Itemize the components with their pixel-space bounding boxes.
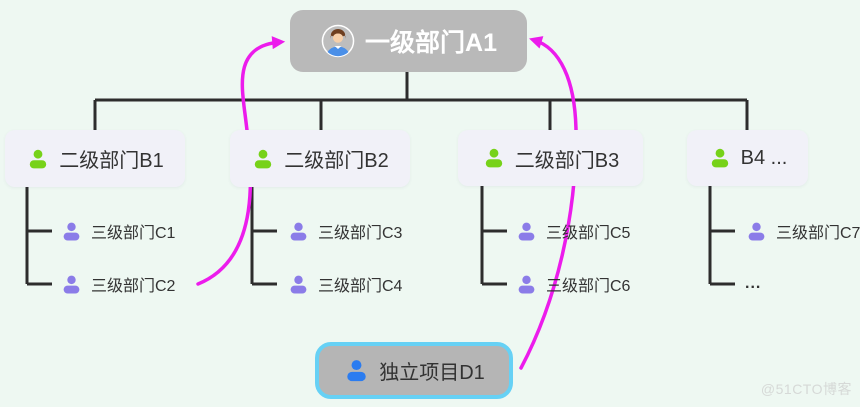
node-label: 三级部门C5 [546, 225, 631, 242]
node-label: B4 ... [740, 146, 788, 169]
node-label: 三级部门C3 [318, 225, 403, 242]
node-level3-c1[interactable]: 三级部门C1 [60, 219, 175, 243]
person-icon [251, 147, 275, 171]
node-level3-c4[interactable]: 三级部门C4 [287, 272, 402, 296]
node-level3-c2[interactable]: 三级部门C2 [60, 272, 175, 296]
node-label: 三级部门C2 [91, 278, 176, 295]
person-icon [60, 220, 83, 243]
node-level2-b3[interactable]: 二级部门B3 [458, 130, 643, 186]
node-level2-b1[interactable]: 二级部门B1 [5, 130, 185, 187]
watermark: @51CTO博客 [760, 381, 852, 397]
node-level3-c7[interactable]: 三级部门C7 [745, 219, 860, 243]
node-level1-a1[interactable]: 一级部门A1 [290, 10, 527, 72]
node-label: 三级部门C4 [318, 278, 403, 295]
node-label: 二级部门B3 [514, 149, 620, 172]
node-label: 三级部门C1 [91, 225, 176, 242]
node-level3-more[interactable]: ... [745, 275, 761, 293]
node-label: 二级部门B1 [59, 150, 164, 172]
node-level3-c6[interactable]: 三级部门C6 [515, 272, 630, 296]
person-icon [745, 220, 768, 243]
node-level2-b4[interactable]: B4 ... [687, 130, 808, 186]
node-label: 三级部门C6 [546, 278, 631, 295]
person-icon [515, 273, 538, 296]
person-icon [287, 220, 310, 243]
node-label: 独立项目D1 [379, 362, 485, 384]
person-icon [343, 357, 370, 384]
manager-avatar-icon [320, 23, 356, 59]
person-icon [60, 273, 83, 296]
person-icon [482, 146, 506, 170]
person-icon [708, 146, 732, 170]
node-label: ... [745, 275, 762, 292]
node-label: 三级部门C7 [776, 225, 860, 242]
person-icon [515, 220, 538, 243]
node-level2-b2[interactable]: 二级部门B2 [230, 130, 410, 187]
node-independent-d1[interactable]: 独立项目D1 [315, 342, 513, 399]
arrow-d1-to-a1 [519, 36, 578, 370]
node-level3-c3[interactable]: 三级部门C3 [287, 219, 402, 243]
node-level3-c5[interactable]: 三级部门C5 [515, 219, 630, 243]
person-icon [287, 273, 310, 296]
node-label: 一级部门A1 [365, 29, 497, 57]
person-icon [26, 147, 50, 171]
node-label: 二级部门B2 [284, 150, 389, 172]
